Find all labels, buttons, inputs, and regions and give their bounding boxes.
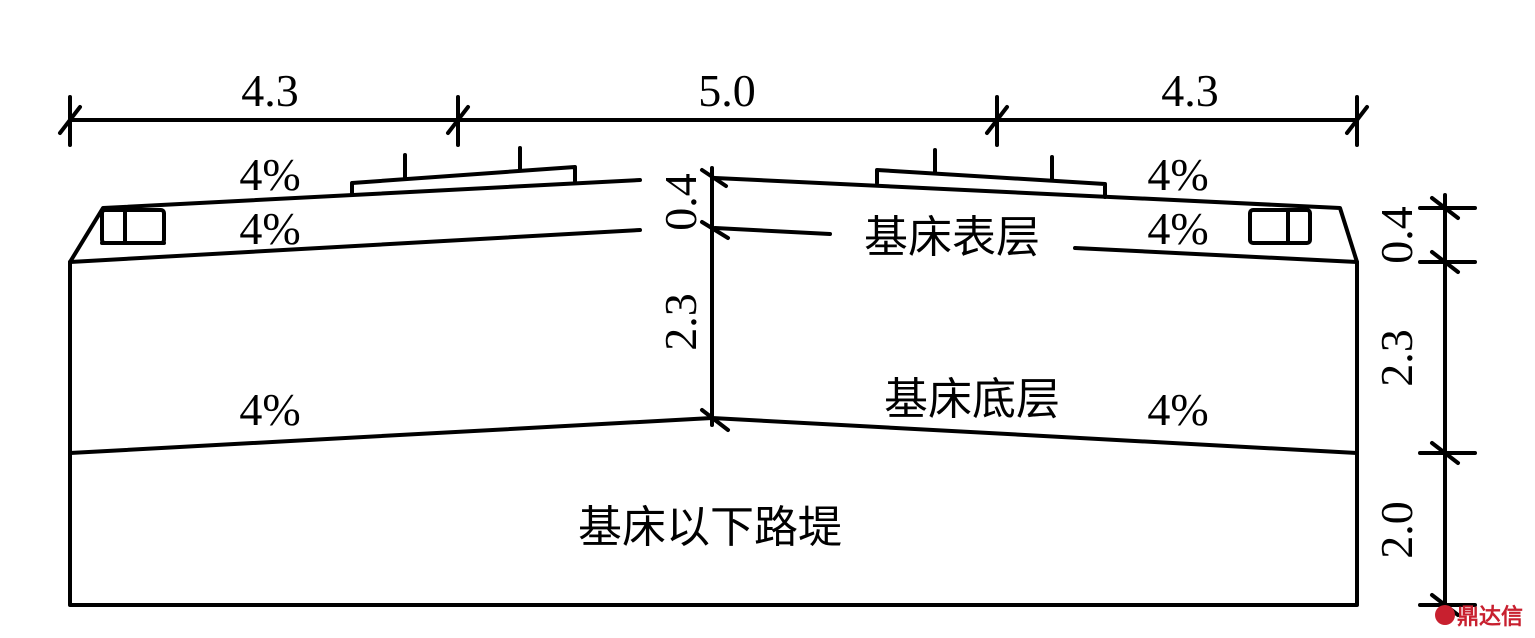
top-dimension-line (58, 95, 1369, 147)
slope-left-second: 4% (239, 203, 300, 254)
dimension-label-left: 4.3 (241, 65, 299, 116)
track-right (875, 148, 1107, 199)
right-dimension-bottom: 2.3 (1371, 329, 1422, 387)
layer-label-embankment: 基床以下路堤 (578, 502, 842, 553)
center-dimension-line (700, 166, 730, 432)
right-dimension-line (1418, 193, 1477, 617)
layer-label-surface: 基床表层 (864, 212, 1040, 263)
watermark-text: 鼎达信 (1457, 604, 1523, 630)
slope-right-bottom: 4% (1147, 384, 1208, 435)
center-dimension-bottom: 2.3 (655, 293, 706, 351)
dimension-label-right: 4.3 (1161, 65, 1219, 116)
dimension-label-center: 5.0 (698, 65, 756, 116)
slope-right-top: 4% (1147, 149, 1208, 200)
layer-label-bottom: 基床底层 (884, 374, 1060, 425)
right-dimension-embankment: 2.0 (1371, 501, 1422, 559)
drain-left (100, 208, 166, 245)
drain-right (1248, 208, 1312, 245)
slope-left-bottom: 4% (239, 384, 300, 435)
watermark-logo: 鼎达信 (1435, 604, 1523, 630)
slope-right-second: 4% (1147, 203, 1208, 254)
right-dimension-surface: 0.4 (1371, 206, 1422, 264)
center-dimension-surface: 0.4 (655, 173, 706, 231)
track-left (350, 146, 577, 195)
slope-left-top: 4% (239, 149, 300, 200)
